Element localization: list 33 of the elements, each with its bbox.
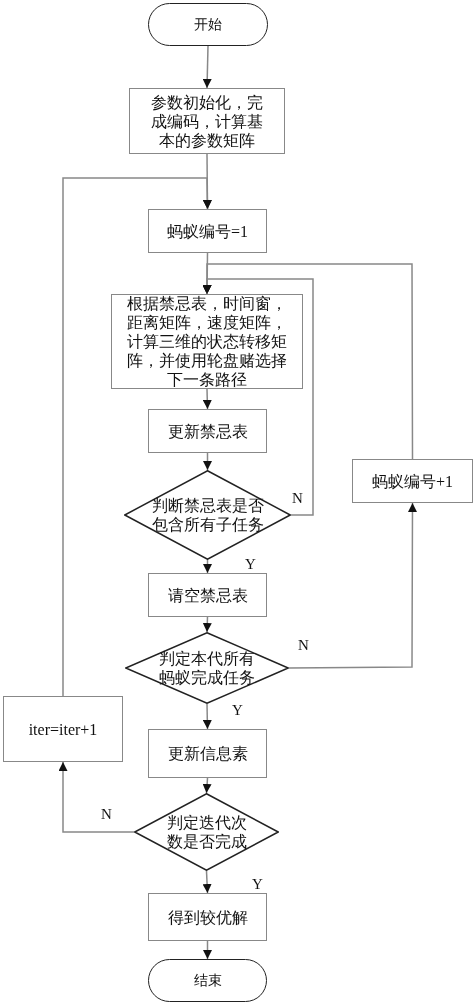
terminator-shape: 开始 bbox=[148, 3, 268, 46]
decision-diamond: 判断禁忌表是否包含所有子任务 bbox=[124, 470, 291, 560]
process-box: 参数初始化，完成编码，计算基本的参数矩阵 bbox=[129, 88, 285, 154]
arrow bbox=[202, 777, 212, 794]
arrow bbox=[203, 940, 212, 960]
arrow bbox=[288, 502, 417, 669]
terminator-shape: 结束 bbox=[148, 959, 267, 1002]
arrow bbox=[203, 452, 212, 471]
process-box: 更新信息素 bbox=[148, 729, 267, 778]
edge-label: N bbox=[100, 806, 113, 822]
arrow bbox=[202, 870, 212, 894]
arrow bbox=[62, 177, 212, 697]
edge-label: N bbox=[291, 490, 304, 506]
arrow bbox=[202, 616, 212, 633]
arrow bbox=[202, 263, 414, 460]
arrow bbox=[202, 703, 212, 730]
process-box: 请空禁忌表 bbox=[148, 573, 267, 617]
edge-label: Y bbox=[244, 556, 257, 572]
edge-label: Y bbox=[251, 876, 264, 892]
arrow bbox=[203, 559, 212, 574]
process-box: 蚂蚁编号+1 bbox=[352, 459, 473, 503]
process-box: 蚂蚁编号=1 bbox=[148, 209, 267, 253]
process-box: 得到较优解 bbox=[148, 893, 267, 941]
process-box: 根据禁忌表，时间窗，距离矩阵，速度矩阵，计算三维的状态转移矩阵，并使用轮盘赌选择下一条路径 bbox=[111, 294, 303, 389]
decision-diamond: 判定本代所有蚂蚁完成任务 bbox=[125, 632, 289, 704]
arrow bbox=[202, 45, 212, 89]
arrow bbox=[202, 388, 212, 410]
arrow bbox=[58, 761, 135, 833]
process-box: iter=iter+1 bbox=[3, 696, 123, 762]
edge-label: N bbox=[297, 637, 310, 653]
process-box: 更新禁忌表 bbox=[148, 409, 267, 453]
edge-label: Y bbox=[231, 702, 244, 718]
decision-diamond: 判定迭代次数是否完成 bbox=[134, 793, 279, 871]
